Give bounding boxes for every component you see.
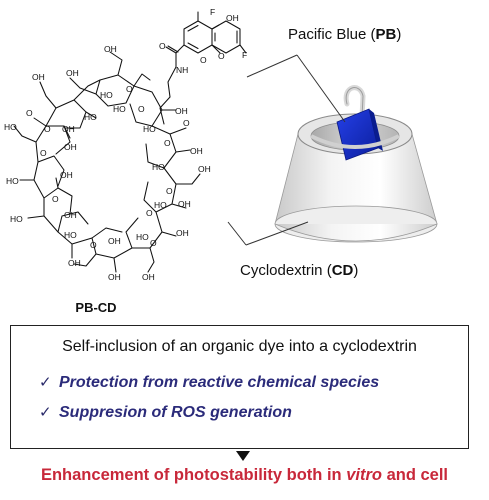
atom-oh: OH [66,68,79,78]
atom-o: O [146,208,153,218]
coumarin-pacific-blue-structure [159,11,247,125]
atom-ho: HO [4,122,17,132]
cyclodextrin-cartoon [227,54,438,246]
benefit-item-ros: ✓ Suppresion of ROS generation [39,403,292,422]
atom-oh: OH [64,142,77,152]
molecule-atom-labels: F OH F O O O NH OH OH HO O HO O OH O HO … [4,7,247,282]
atom-ho: HO [6,176,19,186]
atom-f: F [242,50,247,60]
cyclodextrin-cavity-front-lip [310,134,400,149]
checkmark-icon: ✓ [39,374,52,391]
atom-o: O [52,194,59,204]
atom-o: O [126,84,133,94]
atom-oh: OH [176,228,189,238]
atom-ho: HO [136,232,149,242]
pb-callout-line-diagonal [296,54,346,123]
atom-oh: OH [62,124,75,134]
atom-o: O [164,138,171,148]
summary-box: Self-inclusion of an organic dye into a … [10,325,469,449]
cd-callout-line [227,221,247,246]
atom-oh: OH [198,164,211,174]
pb-callout-line [246,54,298,78]
checkmark-icon: ✓ [39,404,52,421]
pb-cd-structure: F OH F O O O NH OH OH HO O HO O OH O HO … [4,7,247,315]
cd-callout-line-diagonal [245,221,309,246]
benefit-text: Protection from reactive chemical specie… [59,374,380,391]
atom-o: O [90,240,97,250]
down-arrow-icon [236,451,250,461]
benefit-item-protection: ✓ Protection from reactive chemical speci… [39,373,379,392]
atom-o: O [26,108,33,118]
atom-o: O [166,186,173,196]
atom-o: O [218,51,225,61]
atom-f: F [210,7,215,17]
atom-oh: OH [108,272,121,282]
cyclodextrin-ring-structure [13,51,201,273]
atom-ho: HO [154,200,167,210]
atom-ho: HO [84,112,97,122]
photostability-conclusion: Enhancement of photostability both in vi… [40,466,449,484]
atom-o: O [150,238,157,248]
atom-o: O [200,55,207,65]
atom-oh: OH [178,199,191,209]
atom-o: O [40,148,47,158]
atom-oh: OH [64,210,77,220]
atom-ho: HO [64,230,77,240]
atom-ho: HO [152,162,165,172]
atom-ho: HO [10,214,23,224]
atom-oh: OH [175,106,188,116]
atom-nh: NH [176,65,188,75]
atom-oh: OH [104,44,117,54]
atom-ho: HO [100,90,113,100]
atom-ho: HO [113,104,126,114]
atom-o: O [138,104,145,114]
atom-oh: OH [68,258,81,268]
atom-oh: OH [226,13,239,23]
atom-o: O [159,41,166,51]
atom-oh: OH [190,146,203,156]
atom-o: O [44,124,51,134]
atom-oh: OH [60,170,73,180]
molecule-name-label: PB-CD [75,300,116,315]
pacific-blue-label: Pacific Blue (PB) [288,26,402,43]
atom-oh: OH [108,236,121,246]
summary-title: Self-inclusion of an organic dye into a … [62,338,417,355]
atom-oh: OH [32,72,45,82]
atom-o: O [183,118,190,128]
atom-ho: HO [143,124,156,134]
cyclodextrin-label: Cyclodextrin (CD) [240,262,359,279]
benefit-text: Suppresion of ROS generation [59,404,292,421]
atom-oh: OH [142,272,155,282]
